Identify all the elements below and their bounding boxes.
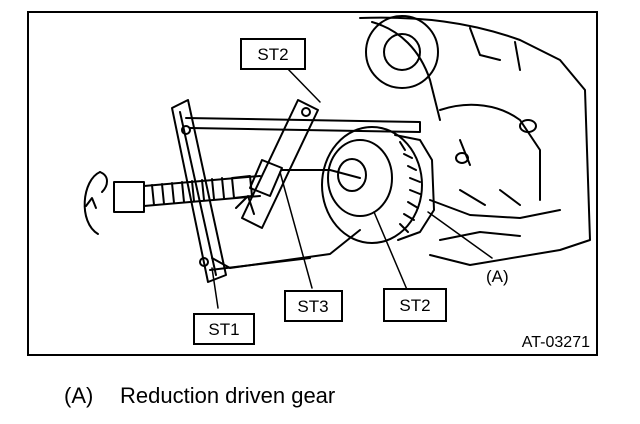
callout-box-st2-top — [240, 38, 306, 70]
callout-box-st1 — [193, 313, 255, 345]
transmission-housing — [359, 15, 591, 266]
legend-text: Reduction driven gear — [120, 383, 336, 408]
callout-st1: ST1 — [208, 320, 239, 339]
leader-lines — [211, 65, 493, 309]
callout-st3: ST3 — [297, 297, 328, 316]
callout-box-st2-bottom — [383, 288, 447, 322]
cross-plate-st3 — [235, 99, 361, 229]
forcing-screw — [113, 175, 261, 213]
legend: (A) Reduction driven gear — [64, 383, 335, 409]
legend-key: (A) — [64, 383, 94, 408]
figure-number: AT-03271 — [522, 334, 590, 351]
callout-st2-bottom: ST2 — [399, 296, 430, 315]
reduction-driven-gear — [321, 126, 435, 244]
line-art — [83, 15, 591, 309]
callout-box-st3 — [284, 290, 343, 322]
callout-st2-top: ST2 — [257, 45, 288, 64]
puller-frame-st1 — [171, 99, 421, 283]
callout-part-a: (A) — [486, 267, 509, 286]
rotation-arrow — [83, 171, 108, 235]
